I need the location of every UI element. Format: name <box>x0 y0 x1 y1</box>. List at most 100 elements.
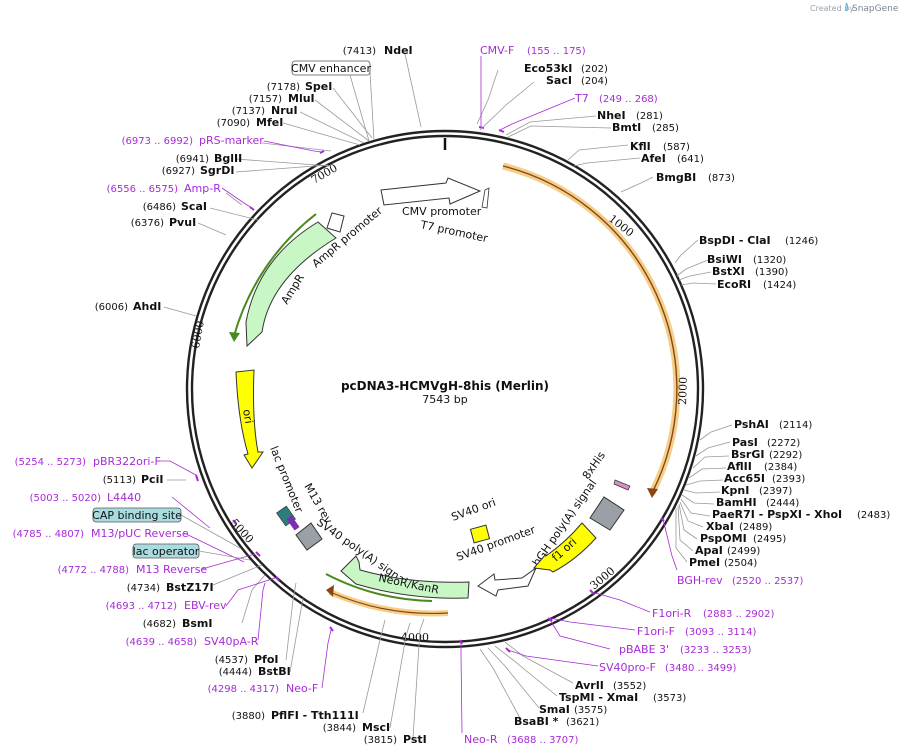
enzyme-acc65i[interactable]: Acc65I <box>724 472 765 485</box>
enzyme-ndei[interactable]: NdeI <box>384 44 413 57</box>
enzyme-msci[interactable]: MscI <box>362 721 390 734</box>
ori-arrow[interactable] <box>235 369 264 469</box>
primer-cmv-f-range: (155 .. 175) <box>527 46 586 57</box>
enzyme-psti[interactable]: PstI <box>403 733 427 746</box>
enzyme-kfli[interactable]: KflI <box>630 140 651 153</box>
enzyme-ahdi[interactable]: AhdI <box>133 300 161 313</box>
enzyme-bstxi[interactable]: BstXI <box>712 265 745 278</box>
enzyme-spei-pos: (7178) <box>267 82 300 93</box>
enzyme-ecori-pos: (1424) <box>763 280 796 291</box>
primer-t7[interactable]: T7 <box>574 92 589 105</box>
feature-sv40-promoter-label: SV40 promoter <box>455 523 538 564</box>
backbone-inner <box>190 134 700 644</box>
primer-pbr322ori-f[interactable]: pBR322ori-F <box>93 455 161 468</box>
primer-cmv-f[interactable]: CMV-F <box>480 44 514 57</box>
enzyme-tspmi-xmai[interactable]: TspMI - XmaI <box>559 691 638 704</box>
cmv-enhancer-label[interactable]: CMV enhancer <box>291 62 371 75</box>
lac-operator-label[interactable]: lac operator <box>133 545 200 558</box>
enzyme-pcii[interactable]: PciI <box>141 473 163 486</box>
f1-ori-arrow[interactable] <box>533 522 597 573</box>
tick-6000: 6000 <box>189 320 207 350</box>
enzyme-nhei-pos: (281) <box>636 111 663 122</box>
enzyme-avrii[interactable]: AvrII <box>575 679 604 692</box>
cap-binding-site-label[interactable]: CAP binding site <box>92 509 182 522</box>
enzyme-mfei[interactable]: MfeI <box>256 116 283 129</box>
ampr-arrow[interactable] <box>245 221 337 348</box>
enzyme-mlui[interactable]: MluI <box>288 92 315 105</box>
enzyme-bglii-pos: (6941) <box>176 154 209 165</box>
bgh-polya-block[interactable] <box>589 496 625 531</box>
primer-m13-puc-reverse[interactable]: M13/pUC Reverse <box>91 527 189 540</box>
enzyme-pspomi[interactable]: PspOMI <box>700 532 747 545</box>
cap-binding-leader <box>180 514 241 549</box>
enzyme-bsabi-pos: (3621) <box>566 717 599 728</box>
leader-lines <box>163 53 733 739</box>
enzyme-pfoi[interactable]: PfoI <box>254 653 279 666</box>
neor-kanr-arrow[interactable] <box>340 555 470 599</box>
primer-f1ori-r[interactable]: F1ori-R <box>652 607 692 620</box>
primer-bgh-rev[interactable]: BGH-rev <box>677 574 723 587</box>
ampr-promoter-arrow[interactable] <box>326 212 345 233</box>
enzyme-bstbi[interactable]: BstBI <box>258 665 291 678</box>
enzyme-bsabi[interactable]: BsaBI * <box>514 715 559 728</box>
enzyme-bsmi[interactable]: BsmI <box>182 617 213 630</box>
enzyme-smai[interactable]: SmaI <box>539 703 570 716</box>
enzyme-pvui[interactable]: PvuI <box>169 216 196 229</box>
enzyme-bmti[interactable]: BmtI <box>612 121 641 134</box>
enzyme-scai[interactable]: ScaI <box>181 200 207 213</box>
primer-f1ori-f[interactable]: F1ori-F <box>637 625 675 638</box>
primer-prs-marker[interactable]: pRS-marker <box>199 134 264 147</box>
enzyme-aflii[interactable]: AflII <box>727 460 752 473</box>
enzyme-pspomi-pos: (2495) <box>753 534 786 545</box>
enzyme-pshai[interactable]: PshAI <box>734 418 769 431</box>
feature-8xhis-label: 8xHis <box>580 449 608 482</box>
neor-outer-arrowhead <box>326 585 334 597</box>
sv40-polya-block-left[interactable] <box>295 522 323 551</box>
primer-sv40pro-f[interactable]: SV40pro-F <box>599 661 656 674</box>
enzyme-pshai-pos: (2114) <box>779 420 812 431</box>
enzyme-bglii[interactable]: BglII <box>214 152 242 165</box>
primer-l4440[interactable]: L4440 <box>107 491 141 504</box>
lac-operator-mark[interactable] <box>286 515 300 531</box>
primer-neo-f[interactable]: Neo-F <box>286 682 318 695</box>
enzyme-ecori[interactable]: EcoRI <box>717 278 751 291</box>
enzyme-saci-pos: (204) <box>581 76 608 87</box>
cmv-promoter-arrow[interactable] <box>380 177 482 206</box>
enzyme-saci[interactable]: SacI <box>546 74 572 87</box>
enzyme-apai[interactable]: ApaI <box>695 544 723 557</box>
enzyme-bspdi-clai[interactable]: BspDI - ClaI <box>699 234 771 247</box>
primer-m13-reverse[interactable]: M13 Reverse <box>136 563 207 576</box>
enzyme-xbai[interactable]: XbaI <box>706 520 734 533</box>
primer-sv40pa-r[interactable]: SV40pA-R <box>204 635 259 648</box>
enzyme-paer7i-pos: (2483) <box>857 510 890 521</box>
enzyme-spei[interactable]: SpeI <box>305 80 332 93</box>
primer-pbabe-3[interactable]: pBABE 3' <box>619 643 669 656</box>
plasmid-name: pcDNA3-HCMVgH-8his (Merlin) <box>341 379 549 393</box>
enzyme-nrui[interactable]: NruI <box>271 104 298 117</box>
primer-amp-r[interactable]: Amp-R <box>184 182 221 195</box>
sv40-ori-block[interactable] <box>469 524 491 544</box>
enzyme-pmei[interactable]: PmeI <box>689 556 720 569</box>
enzyme-pasi[interactable]: PasI <box>732 436 758 449</box>
enzyme-bsiwi[interactable]: BsiWI <box>707 253 742 266</box>
primer-ebv-rev[interactable]: EBV-rev <box>184 599 227 612</box>
enzyme-paer7i-pspxi-xhoi[interactable]: PaeR7I - PspXI - XhoI <box>712 508 842 521</box>
enzyme-eco53ki[interactable]: Eco53kI <box>524 62 572 75</box>
enzyme-nhei[interactable]: NheI <box>597 109 626 122</box>
enzyme-bsrgi[interactable]: BsrGI <box>731 448 764 461</box>
enzyme-bmgbi[interactable]: BmgBI <box>656 171 696 184</box>
enzyme-pflfi-tth111i[interactable]: PflFI - Tth111I <box>271 709 359 722</box>
enzyme-sgrdi[interactable]: SgrDI <box>200 164 234 177</box>
enzyme-kpni[interactable]: KpnI <box>721 484 749 497</box>
primer-neo-r[interactable]: Neo-R <box>464 733 498 746</box>
his-tag-arrow[interactable] <box>613 479 631 491</box>
primer-neo-f-range: (4298 .. 4317) <box>208 684 280 695</box>
backbone-outer <box>185 129 705 649</box>
feature-sv40-ori-label: SV40 ori <box>450 496 498 524</box>
enzyme-bamhi[interactable]: BamHI <box>716 496 757 509</box>
t7-promoter-arrow[interactable] <box>481 187 490 209</box>
feature-ori-label: ori <box>240 408 255 424</box>
sv40-promoter-arrow[interactable] <box>477 566 538 597</box>
enzyme-bstz17i[interactable]: BstZ17I <box>166 581 214 594</box>
enzyme-afei[interactable]: AfeI <box>641 152 666 165</box>
